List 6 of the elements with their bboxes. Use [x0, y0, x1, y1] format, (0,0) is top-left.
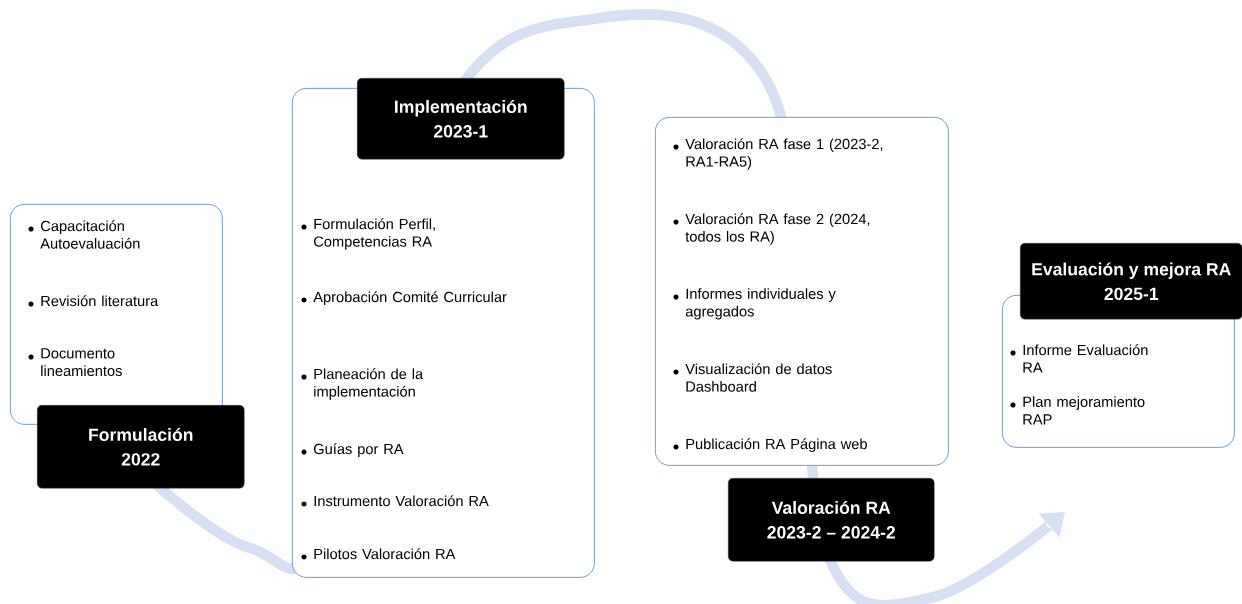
phase-label: Implementación 2023-1	[357, 78, 565, 160]
phase-label: Formulación 2022	[37, 405, 245, 489]
phase-card: Capacitación Autoevaluación Revisión literatura Documento lineamientos	[10, 204, 223, 425]
phase-card: Valoración RA fase 1 (2023-2, RA1-RA5) Valoración RA fase 2 (2024, todos los RA) Informes individuales y agregados Visualización de datos Dashboard Publicación RA Página web	[655, 117, 949, 466]
phase-label: Evaluación y mejora RA 2025-1	[1020, 243, 1242, 320]
phase-label: Valoración RA 2023-2 – 2024-2	[728, 478, 935, 562]
